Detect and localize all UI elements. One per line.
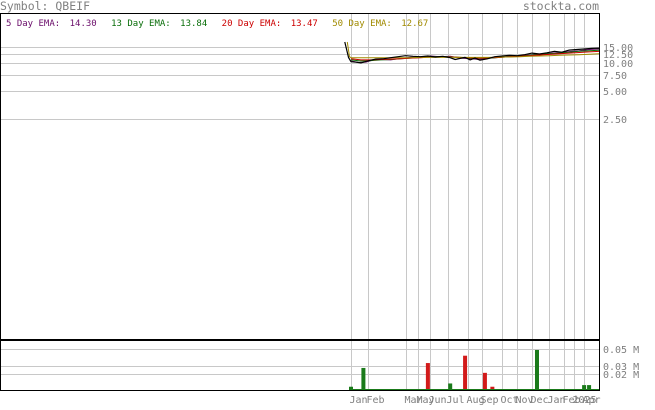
price-tick-label: 5.00 <box>603 87 627 98</box>
month-label: Jun <box>429 395 447 406</box>
series-line-price <box>344 41 600 64</box>
ema20-label: 20 Day EMA: <box>222 19 282 29</box>
month-label: Jul <box>447 395 465 406</box>
month-label: Mar <box>405 395 423 406</box>
ema50-label: 50 Day EMA: <box>332 19 392 29</box>
month-label: Feb <box>563 395 581 406</box>
brand-name: stockta.com <box>523 0 599 13</box>
series-line-5-day-ema <box>350 48 600 63</box>
price-tick-label: 12.50 <box>603 50 633 61</box>
volume-bar <box>463 355 468 390</box>
month-label: 2025 <box>573 395 597 406</box>
volume-bar <box>490 386 495 390</box>
month-label: Sep <box>481 395 499 406</box>
ema13-value: 13.84 <box>180 19 207 29</box>
volume-bar <box>582 385 587 390</box>
volume-bar <box>425 363 430 390</box>
month-label: Jan <box>548 395 566 406</box>
month-label: Nov <box>516 395 534 406</box>
ema-legend: 5 Day EMA: 14.30 13 Day EMA: 13.84 20 Da… <box>6 19 428 29</box>
month-label: Jan <box>350 395 368 406</box>
price-tick-label: 10.00 <box>603 59 633 70</box>
volume-bar <box>482 372 487 390</box>
volume-bar <box>361 367 366 390</box>
month-label: Aug <box>467 395 485 406</box>
month-label: May <box>417 395 435 406</box>
volume-tick-label: 0.05 M <box>603 345 639 356</box>
volume-bar <box>349 386 353 390</box>
volume-bar <box>535 349 539 390</box>
volume-bars <box>349 349 599 390</box>
volume-bar <box>448 383 453 390</box>
month-label: Oct <box>501 395 519 406</box>
month-label: Apr <box>583 395 601 406</box>
ema13-label: 13 Day EMA: <box>111 19 171 29</box>
month-label: Dec <box>531 395 549 406</box>
ema5-label: 5 Day EMA: <box>6 19 60 29</box>
price-tick-label: 2.50 <box>603 115 627 126</box>
ema-lines <box>344 41 600 64</box>
series-line-50-day-ema <box>346 41 600 59</box>
month-label: Feb <box>367 395 385 406</box>
volume-tick-label: 0.03 M <box>603 362 639 373</box>
price-tick-label: 7.50 <box>603 71 627 82</box>
volume-bar <box>587 385 592 390</box>
ema20-value: 13.47 <box>291 19 318 29</box>
price-panel-frame <box>0 13 600 340</box>
symbol-title: Symbol: QBEIF <box>0 0 90 13</box>
volume-tick-label: 0.02 M <box>603 370 639 381</box>
volume-panel-frame <box>0 340 600 391</box>
ema5-value: 14.30 <box>70 19 97 29</box>
price-tick-label: 15.00 <box>603 43 633 54</box>
ema50-value: 12.67 <box>401 19 428 29</box>
grid-layer <box>1 14 599 390</box>
